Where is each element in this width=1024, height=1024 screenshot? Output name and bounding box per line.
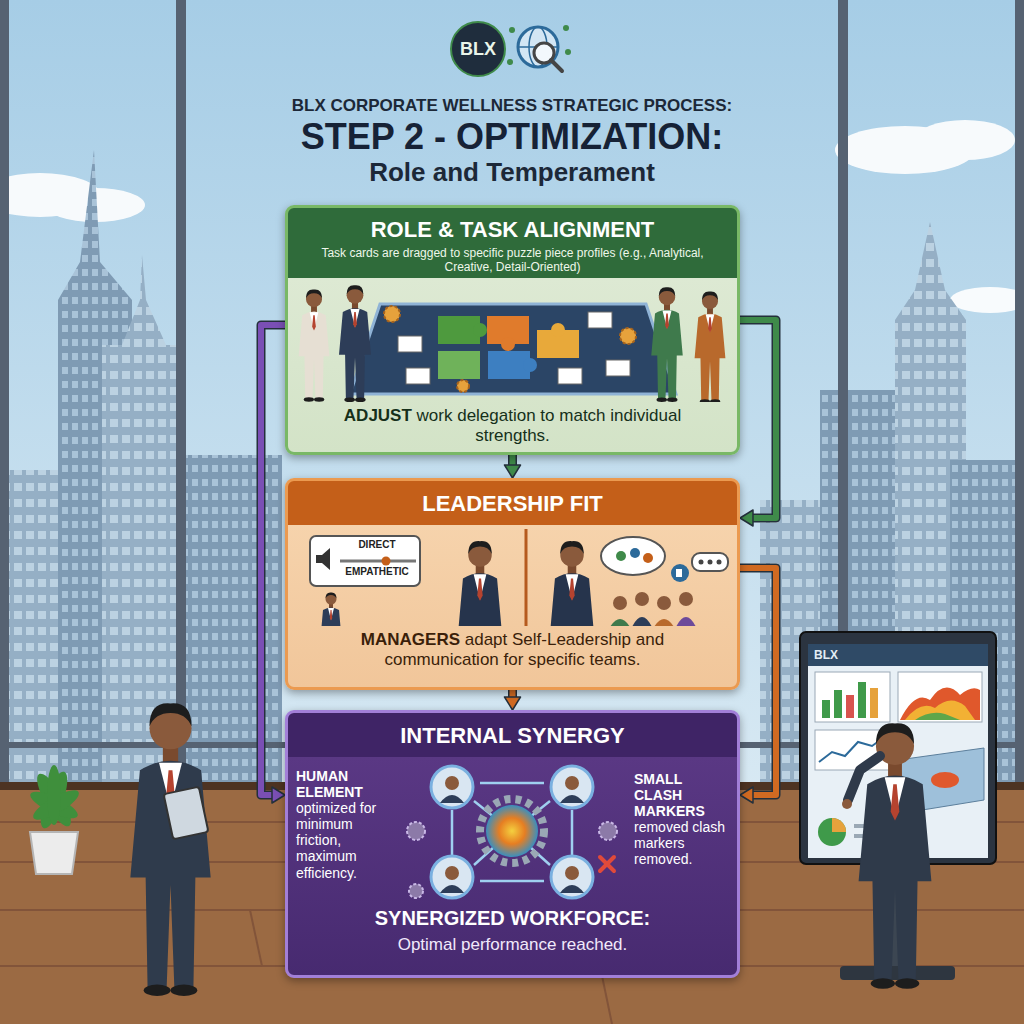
small-gears xyxy=(407,822,617,898)
panel-subtext-slot: Task cards are dragged to specific puzzl… xyxy=(306,247,719,275)
flow-arrow xyxy=(740,320,776,526)
process-panel: LEADERSHIP FIT MANAGERS adapt Self-Leader… xyxy=(285,478,740,690)
blx-logo xyxy=(451,22,505,76)
heat-map xyxy=(898,672,982,722)
panel-subtext: Task cards are dragged to specific puzzl… xyxy=(306,247,719,275)
team-feedback xyxy=(601,537,728,626)
team-avatars xyxy=(431,766,593,898)
flow-arrow xyxy=(505,455,521,478)
flow-arrow-outline xyxy=(740,568,776,795)
logo-text-slot: BLX xyxy=(451,39,505,60)
flow-arrow xyxy=(505,690,521,710)
process-panel: ROLE & TASK ALIGNMENT Task cards are drag… xyxy=(285,205,740,455)
flow-arrow xyxy=(740,568,776,803)
result-heading-slot: SYNERGIZED WORKFORCE: xyxy=(288,907,737,930)
flow-arrow-line xyxy=(740,568,776,795)
globe-search-icon xyxy=(507,25,571,71)
result-text-slot: Optimal performance reached. xyxy=(288,935,737,955)
arrow-head xyxy=(740,787,753,803)
side-note-slot: SMALL CLASH MARKERS removed clash marker… xyxy=(634,771,730,868)
diagram-title: STEP 2 - OPTIMIZATION: xyxy=(62,116,962,157)
side-note: SMALL CLASH MARKERS removed clash marker… xyxy=(634,771,730,868)
bar-chart xyxy=(815,672,890,722)
panel-heading-slot: LEADERSHIP FIT xyxy=(288,491,737,516)
panel-body-slot: MANAGERS adapt Self-Leadership and commu… xyxy=(306,630,719,669)
slider-label-slot: DIRECT xyxy=(336,539,418,551)
style-slider-panel xyxy=(310,536,420,586)
panel-heading-slot: ROLE & TASK ALIGNMENT xyxy=(288,217,737,242)
monitor-logo-text: BLX xyxy=(814,649,874,663)
panel-heading: ROLE & TASK ALIGNMENT xyxy=(288,217,737,242)
flow-arrow-line xyxy=(261,325,285,795)
arrow-head xyxy=(740,510,753,526)
diagram-title-slot: STEP 2 - OPTIMIZATION: xyxy=(62,116,962,157)
arrow-head xyxy=(505,465,521,478)
arrow-head xyxy=(272,787,285,803)
process-panel: INTERNAL SYNERGY HUMAN ELEMENT optimized … xyxy=(285,710,740,978)
flow-arrow-outline xyxy=(740,320,776,518)
side-note-slot: HUMAN ELEMENT optimized for minimum fric… xyxy=(296,768,396,881)
slider-label-slot: EMPATHETIC xyxy=(336,566,418,578)
panel-body: MANAGERS adapt Self-Leadership and commu… xyxy=(306,630,719,669)
arrow-head xyxy=(505,697,521,710)
result-heading: SYNERGIZED WORKFORCE: xyxy=(288,907,737,930)
step-subtitle: Role and Temperament xyxy=(62,158,962,188)
removed-clash-marker xyxy=(600,857,614,871)
skyline xyxy=(0,150,1024,790)
slider-label: DIRECT xyxy=(336,539,418,551)
panel-heading-slot: INTERNAL SYNERGY xyxy=(288,723,737,748)
potted-plant xyxy=(27,765,82,874)
flow-arrow-outline xyxy=(261,325,285,795)
standing-manager xyxy=(130,703,210,996)
panel-heading: INTERNAL SYNERGY xyxy=(288,723,737,748)
process-heading-slot: BLX CORPORATE WELLNESS STRATEGIC PROCESS… xyxy=(62,96,962,116)
step-subtitle-slot: Role and Temperament xyxy=(62,158,962,188)
flow-arrow xyxy=(261,325,285,803)
window-frame xyxy=(0,0,1024,790)
panel-body: ADJUST work delegation to match individu… xyxy=(306,406,719,445)
gears xyxy=(384,306,636,392)
logo-text: BLX xyxy=(451,39,505,60)
panel-body-slot: ADJUST work delegation to match individu… xyxy=(306,406,719,445)
side-note: HUMAN ELEMENT optimized for minimum fric… xyxy=(296,768,396,881)
monitor-logo-text-slot: BLX xyxy=(814,649,874,663)
slider-label: EMPATHETIC xyxy=(336,566,418,578)
presenting-manager xyxy=(842,723,931,988)
process-heading: BLX CORPORATE WELLNESS STRATEGIC PROCESS… xyxy=(62,96,962,116)
task-cards xyxy=(398,312,630,384)
result-text: Optimal performance reached. xyxy=(288,935,737,955)
panel-heading: LEADERSHIP FIT xyxy=(288,491,737,516)
flow-arrow-line xyxy=(740,320,776,518)
